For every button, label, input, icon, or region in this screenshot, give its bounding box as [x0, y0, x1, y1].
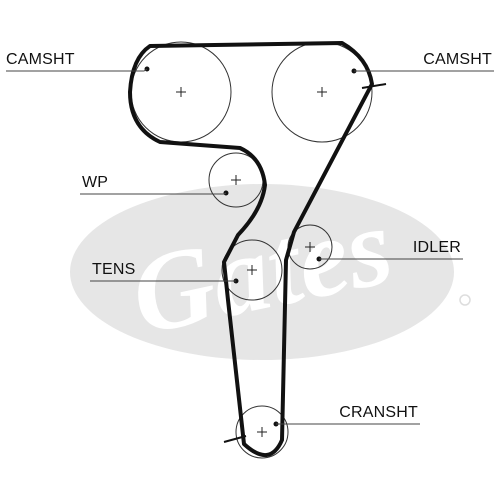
label-tensioner: TENS [92, 261, 135, 278]
timing-mark-crankshaft [223, 435, 247, 443]
leader-lines [6, 68, 494, 425]
center-mark-water-pump [231, 175, 241, 185]
label-idler: IDLER [413, 239, 461, 256]
center-mark-camshaft-right [317, 87, 327, 97]
label-camshaft-right: CAMSHT [423, 51, 492, 68]
pulley-crankshaft [235, 405, 289, 459]
timing-marks [223, 83, 387, 443]
gates-watermark: Gates [70, 183, 471, 360]
labels: CAMSHT CAMSHT WP TENS IDLER CRANSHT [6, 51, 492, 421]
center-mark-tensioner [247, 265, 257, 275]
center-mark-crankshaft [257, 427, 267, 437]
watermark-registered-mark [459, 294, 471, 306]
watermark-ellipse [70, 184, 454, 360]
center-mark-idler [305, 242, 315, 252]
center-mark-camshaft-left [176, 87, 186, 97]
timing-belt [128, 41, 374, 457]
pulley-tensioner [221, 239, 283, 301]
leader-camshaft-left [6, 68, 148, 72]
label-camshaft-left: CAMSHT [6, 51, 75, 68]
leader-water-pump [80, 192, 227, 195]
timing-mark-camshaft-right [361, 83, 387, 89]
pulley-centers [176, 87, 327, 437]
label-crankshaft: CRANSHT [339, 404, 418, 421]
label-water-pump: WP [82, 174, 108, 191]
